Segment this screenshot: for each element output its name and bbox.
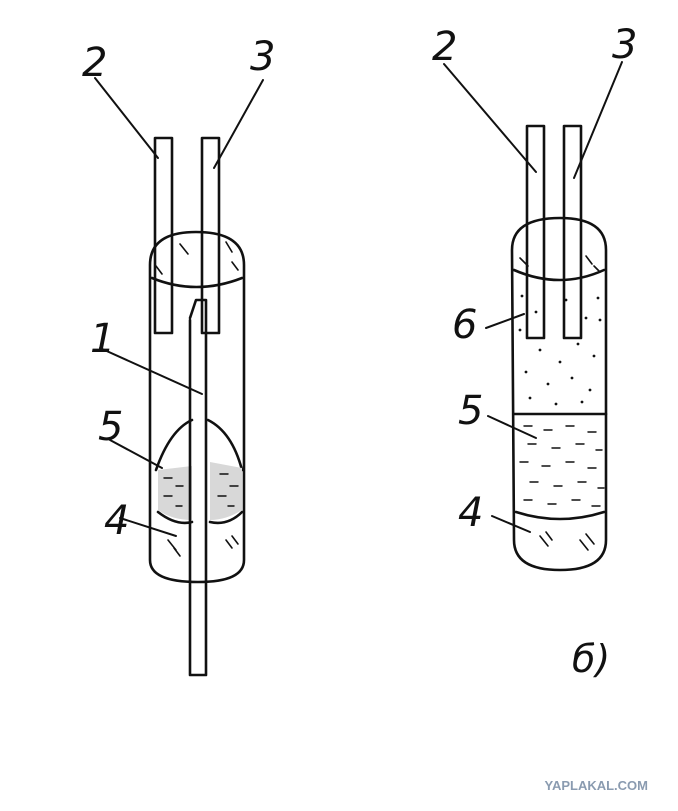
right-label-3: 3 (612, 22, 637, 68)
right-label-4: 4 (458, 490, 483, 536)
left-rod-1 (188, 298, 208, 677)
right-label-2: 2 (432, 24, 457, 70)
right-tube-3 (562, 124, 583, 340)
left-label-4: 4 (104, 498, 129, 544)
left-tube-2 (153, 136, 174, 335)
left-capsule (148, 230, 246, 584)
right-tube-2 (525, 124, 546, 340)
left-tube-3 (200, 136, 221, 335)
right-liquid-dashes (519, 425, 605, 507)
left-liquid-surface (154, 418, 194, 472)
left-label-3: 3 (250, 34, 275, 80)
right-lower-glass (514, 510, 606, 521)
left-liquid (158, 466, 192, 520)
right-capsule (510, 216, 608, 572)
right-caption: б) (572, 637, 610, 681)
right-label-6: 6 (452, 302, 477, 348)
right-device (443, 61, 623, 572)
right-label-5: 5 (458, 388, 483, 434)
left-label-1: 1 (90, 316, 115, 362)
left-label-5: 5 (98, 404, 123, 450)
left-label-2: 2 (82, 40, 107, 86)
left-top-plug (150, 276, 244, 289)
left-device (94, 77, 264, 677)
right-top-plug (512, 268, 606, 282)
watermark: YAPLAKAL.COM (544, 778, 648, 793)
right-filler-dots (518, 294, 602, 406)
left-liquid-dashes (163, 473, 239, 507)
